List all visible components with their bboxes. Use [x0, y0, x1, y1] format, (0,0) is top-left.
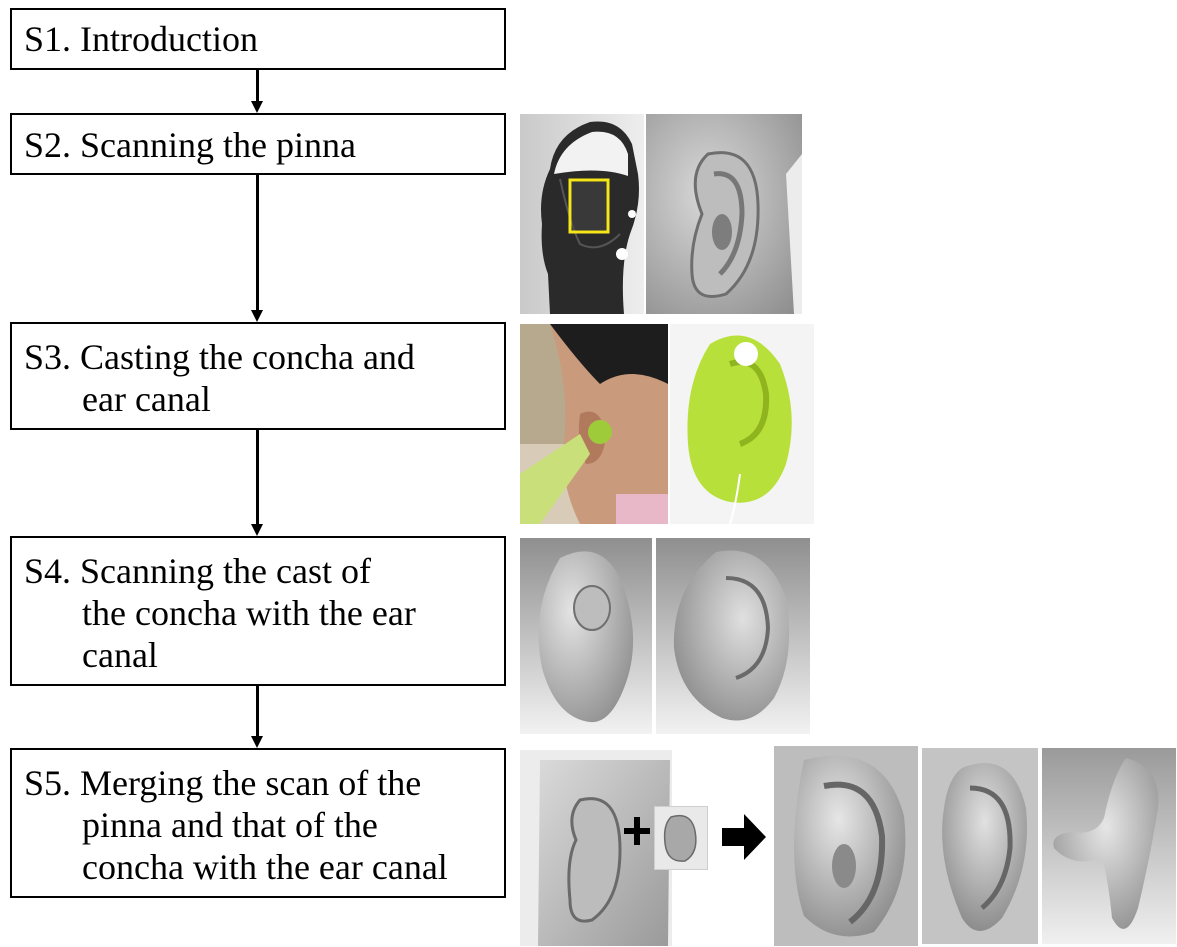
- head-scan-image: [520, 114, 644, 314]
- connector-s1-s2: [256, 70, 259, 101]
- connector-s2-s3: [256, 175, 259, 310]
- step-s5-line-3: concha with the ear canal: [82, 847, 448, 887]
- step-s1-label: S1. Introduction: [24, 19, 258, 59]
- step-box-s5: S5. Merging the scan of the pinna and th…: [10, 748, 506, 898]
- step-box-s2: S2. Scanning the pinna: [10, 113, 506, 175]
- casting-photo-image: [520, 324, 668, 524]
- ear-cast-image: [670, 324, 814, 524]
- step-s3-line-2: ear canal: [82, 379, 211, 419]
- arrow-right-icon: [722, 814, 766, 860]
- merged-ear-side-image: [1042, 748, 1176, 944]
- connector-s4-s5: [256, 686, 259, 736]
- step-s4-line-2: the concha with the ear: [82, 593, 416, 633]
- cast-scan-front-image: [520, 538, 652, 734]
- cast-scan-back-image: [656, 538, 810, 734]
- pinna-scan-merge-image: [520, 750, 672, 946]
- step-box-s1: S1. Introduction: [10, 8, 506, 70]
- merged-ear-front-image: [774, 746, 918, 946]
- step-s4-line-3: canal: [82, 635, 158, 675]
- merged-ear-angle-image: [922, 748, 1038, 944]
- arrow-down-icon: [251, 736, 263, 748]
- connector-s3-s4: [256, 430, 259, 524]
- plus-icon: [622, 813, 652, 849]
- concha-scan-merge-image: [654, 806, 708, 870]
- step-s3-line-1: S3. Casting the concha and: [24, 337, 415, 377]
- step-s5-line-2: pinna and that of the: [82, 805, 378, 845]
- step-box-s3: S3. Casting the concha and ear canal: [10, 322, 506, 430]
- pinna-scan-image: [646, 114, 802, 314]
- step-s5-line-1: S5. Merging the scan of the: [24, 763, 422, 803]
- step-s4-line-1: S4. Scanning the cast of: [24, 551, 371, 591]
- arrow-down-icon: [251, 310, 263, 322]
- arrow-down-icon: [251, 524, 263, 536]
- step-s2-label: S2. Scanning the pinna: [24, 125, 356, 165]
- arrow-down-icon: [251, 101, 263, 113]
- step-box-s4: S4. Scanning the cast of the concha with…: [10, 536, 506, 686]
